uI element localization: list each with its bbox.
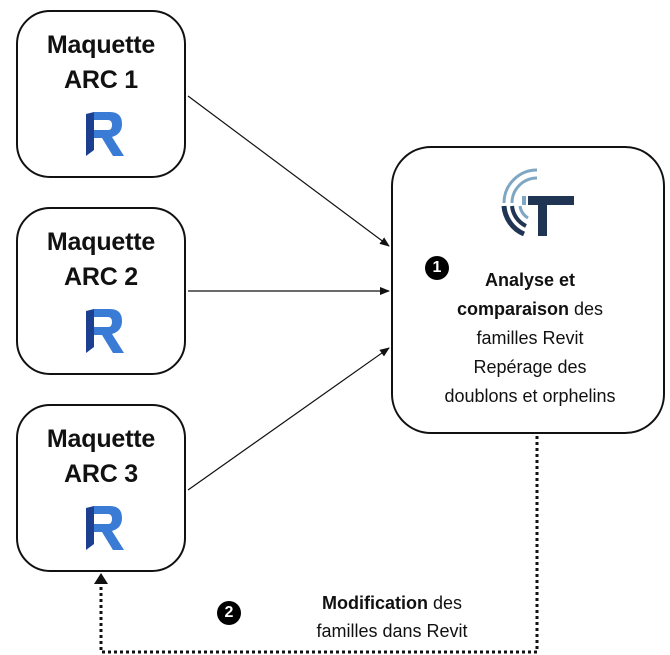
analysis-box: 1 Analyse et comparaison des familles Re… [391, 146, 665, 434]
arrow-arc3-to-analysis [187, 347, 390, 491]
dotted-arrow-head [94, 573, 108, 584]
analysis-line-1: Analyse et [484, 270, 576, 290]
revit-logo-icon [86, 506, 124, 550]
model-title-line: ARC 2 [63, 263, 138, 291]
model-box-arc-3: Maquette ARC 3 [16, 404, 186, 572]
revit-logo-icon [86, 112, 124, 156]
model-title-line: ARC 1 [63, 66, 138, 94]
analysis-line-2: comparaison des [403, 295, 657, 324]
model-title-line: ARC 3 [63, 460, 138, 488]
dotted-feedback-arrow [99, 436, 539, 654]
model-box-arc-1: Maquette ARC 1 [16, 10, 186, 178]
model-box-arc-2: Maquette ARC 2 [16, 207, 186, 375]
modification-label: Modification des familles dans Revit [277, 589, 507, 645]
model-title: Maquette ARC 1 [18, 28, 184, 98]
model-title-line: Maquette [46, 31, 156, 59]
step-2-marker: 2 [217, 601, 241, 625]
analysis-line-3: familles Revit [476, 328, 584, 348]
analysis-line-2-rest: des [569, 299, 604, 319]
model-title-line: Maquette [46, 425, 156, 453]
modification-line-1: Modification des [277, 589, 507, 617]
model-title: Maquette ARC 3 [18, 422, 184, 492]
modification-line-2: familles dans Revit [316, 621, 468, 641]
modification-line-1-rest: des [427, 593, 463, 613]
model-title-line: Maquette [46, 228, 156, 256]
analysis-line-5: doublons et orphelins [444, 386, 616, 406]
analysis-line-2-bold: comparaison [456, 299, 569, 319]
analysis-line-4: Repérage des [473, 357, 587, 377]
tool-logo-icon [501, 168, 574, 237]
model-title: Maquette ARC 2 [18, 225, 184, 295]
modification-line-1-bold: Modification [321, 593, 428, 613]
step-1-marker: 1 [425, 256, 449, 280]
arrow-arc1-to-analysis [187, 95, 390, 247]
revit-logo-icon [86, 309, 124, 353]
analysis-description: Analyse et comparaison des familles Revi… [403, 266, 657, 411]
